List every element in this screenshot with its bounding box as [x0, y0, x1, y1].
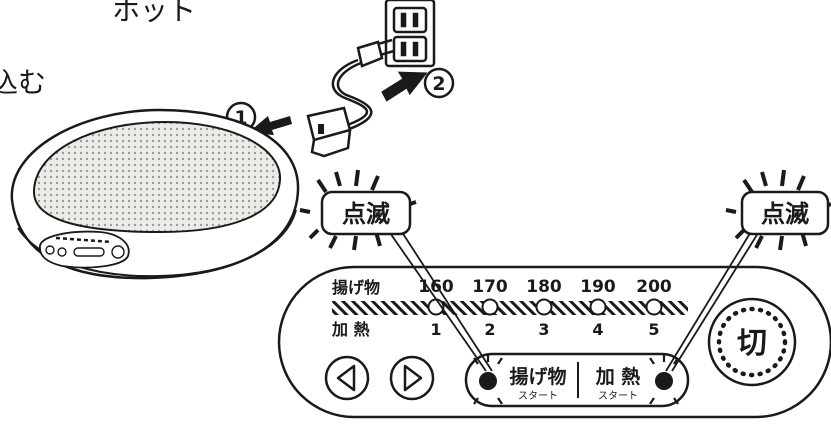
blink-label-left: 点滅 — [342, 200, 390, 228]
arrow-2-icon — [381, 71, 428, 102]
cooker-device — [10, 108, 300, 280]
fry-start-lamp — [479, 372, 497, 390]
off-label: 切 — [737, 326, 767, 361]
step-2-badge: 2 — [423, 67, 455, 99]
blink-callout-right: 点滅 — [725, 169, 831, 251]
heat-start-lamp — [655, 372, 673, 390]
heat-start-label: 加 熱 — [595, 365, 641, 388]
fry-blink-rays — [473, 355, 503, 405]
lamp-5 — [645, 298, 663, 316]
blink-label-right: 点滅 — [761, 200, 809, 228]
blink-rays-left — [299, 169, 417, 251]
wall-outlet — [384, 0, 436, 68]
blink-rays-right — [725, 169, 831, 251]
next-button[interactable] — [389, 355, 435, 401]
instruction-line-1: ホット — [112, 0, 196, 27]
power-plug-cord — [306, 38, 395, 158]
temp-190: 190 — [580, 277, 616, 297]
svg-text:2: 2 — [432, 73, 445, 95]
fry-start-button[interactable]: 揚げ物 スタート — [473, 355, 567, 405]
temp-170: 170 — [472, 277, 508, 297]
fry-start-sublabel: スタート — [518, 390, 558, 402]
level-3: 3 — [538, 320, 549, 339]
level-2: 2 — [484, 320, 495, 339]
triangle-right-icon — [403, 364, 423, 392]
fry-start-label: 揚げ物 — [509, 365, 566, 388]
start-buttons — [464, 352, 690, 408]
lamp-4 — [589, 298, 607, 316]
heat-start-button[interactable]: 加 熱 スタート — [595, 355, 679, 405]
temp-160: 160 — [418, 277, 454, 297]
level-1: 1 — [430, 320, 441, 339]
heat-start-sublabel: スタート — [598, 390, 638, 402]
indicator-band — [332, 301, 688, 315]
lamp-2 — [481, 298, 499, 316]
temp-200: 200 — [636, 277, 672, 297]
blink-callout-left: 点滅 — [299, 169, 417, 251]
heat-blink-rays — [649, 355, 679, 405]
off-button[interactable]: 切 — [707, 297, 797, 387]
prev-button[interactable] — [324, 355, 370, 401]
temp-180: 180 — [526, 277, 562, 297]
lamp-3 — [535, 298, 553, 316]
fry-mode-label: 揚げ物 — [332, 278, 380, 297]
triangle-left-icon — [336, 364, 356, 392]
level-5: 5 — [648, 320, 659, 339]
heat-mode-label: 加 熱 — [331, 320, 370, 339]
callout-leaders — [387, 225, 761, 372]
level-4: 4 — [592, 320, 603, 339]
instruction-line-2: 込む — [0, 66, 46, 99]
